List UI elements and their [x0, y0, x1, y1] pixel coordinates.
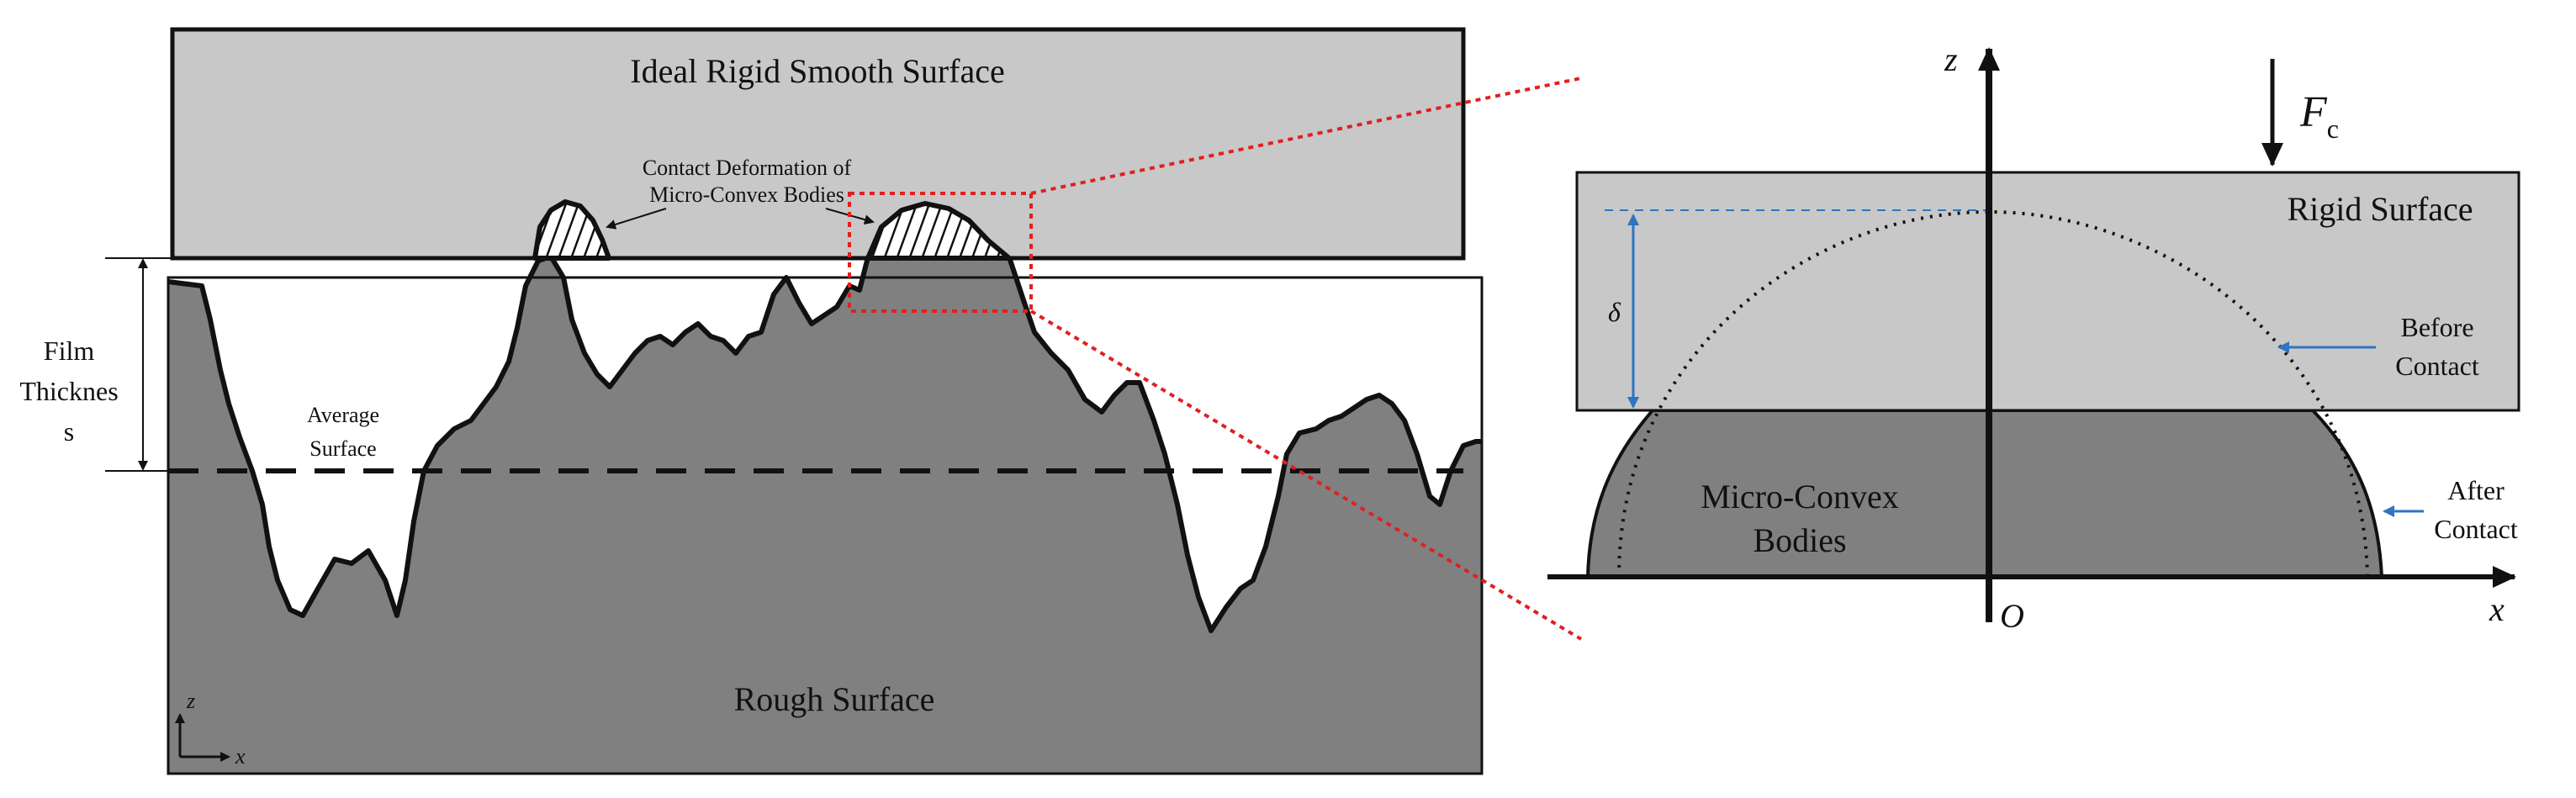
rough-profile-line	[167, 201, 1482, 633]
micro-convex-label-line2: Bodies	[1753, 521, 1846, 559]
after-contact-line2: Contact	[2434, 514, 2518, 544]
contact-label-line2: Micro-Convex Bodies	[649, 182, 844, 207]
rough-surface-body	[168, 203, 1482, 774]
after-contact-line1: After	[2447, 475, 2505, 505]
delta-label: δ	[1608, 297, 1621, 327]
axis-z-label: z	[1944, 40, 1958, 78]
zoom-connector-top	[1030, 77, 1582, 195]
contact-leader-left	[606, 208, 667, 230]
left-panel: Ideal Rigid Smooth Surface Contact Defor…	[19, 27, 1484, 775]
before-contact-line1: Before	[2400, 312, 2473, 342]
film-label-line1: Film	[44, 336, 95, 366]
ideal-surface-label: Ideal Rigid Smooth Surface	[630, 52, 1004, 90]
deformation-cap-1	[532, 199, 611, 261]
right-panel: δ z x O Fc Rigid Surface Before Contact …	[1547, 40, 2520, 635]
film-label-line3: s	[64, 416, 74, 447]
before-contact-line2: Contact	[2395, 351, 2479, 381]
average-label-line2: Surface	[309, 436, 376, 461]
mini-axis-x-label: x	[235, 744, 246, 769]
origin-label: O	[2000, 597, 2024, 635]
film-label-line2: Thicknes	[19, 376, 118, 406]
contact-label-line1: Contact Deformation of	[643, 156, 852, 180]
zoom-region	[848, 192, 1033, 313]
micro-convex-label-line1: Micro-Convex	[1701, 478, 1899, 515]
rough-surface-frame	[167, 276, 1484, 775]
average-label-line1: Average	[307, 403, 379, 427]
rough-surface-label: Rough Surface	[734, 680, 935, 718]
deformation-cap-2	[865, 201, 1012, 261]
force-subscript: c	[2327, 114, 2339, 144]
force-label: Fc	[2299, 88, 2339, 144]
rigid-surface	[1575, 171, 2520, 412]
mini-axis-z-label: z	[186, 689, 195, 713]
ideal-rigid-smooth-surface	[170, 27, 1466, 261]
rigid-surface-label: Rigid Surface	[2287, 190, 2473, 228]
force-symbol: F	[2299, 88, 2328, 136]
axis-x-label: x	[2489, 590, 2505, 628]
